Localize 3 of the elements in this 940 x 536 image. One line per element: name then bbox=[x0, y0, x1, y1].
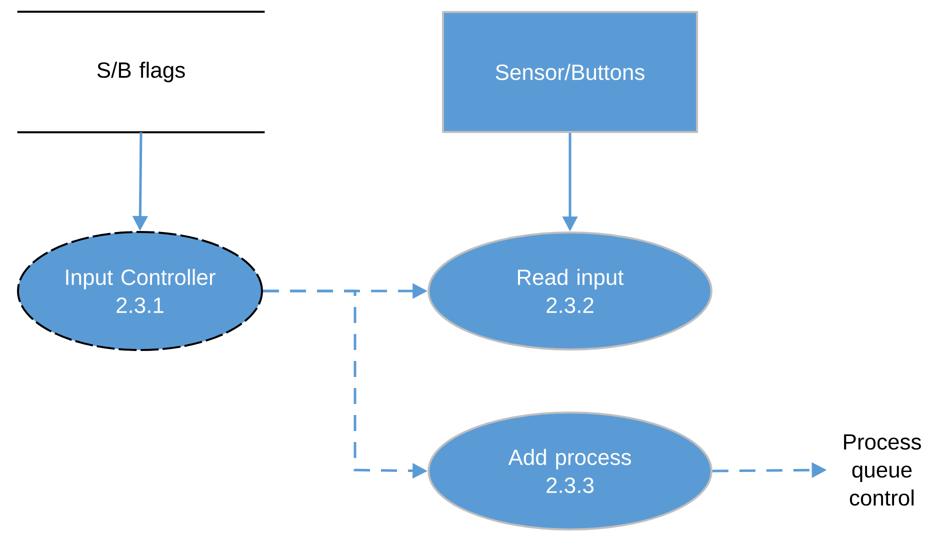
data-store: S/B flags bbox=[17, 10, 265, 134]
node-text: Process queue control bbox=[844, 434, 921, 506]
process-box: Sensor/Buttons bbox=[442, 11, 698, 133]
